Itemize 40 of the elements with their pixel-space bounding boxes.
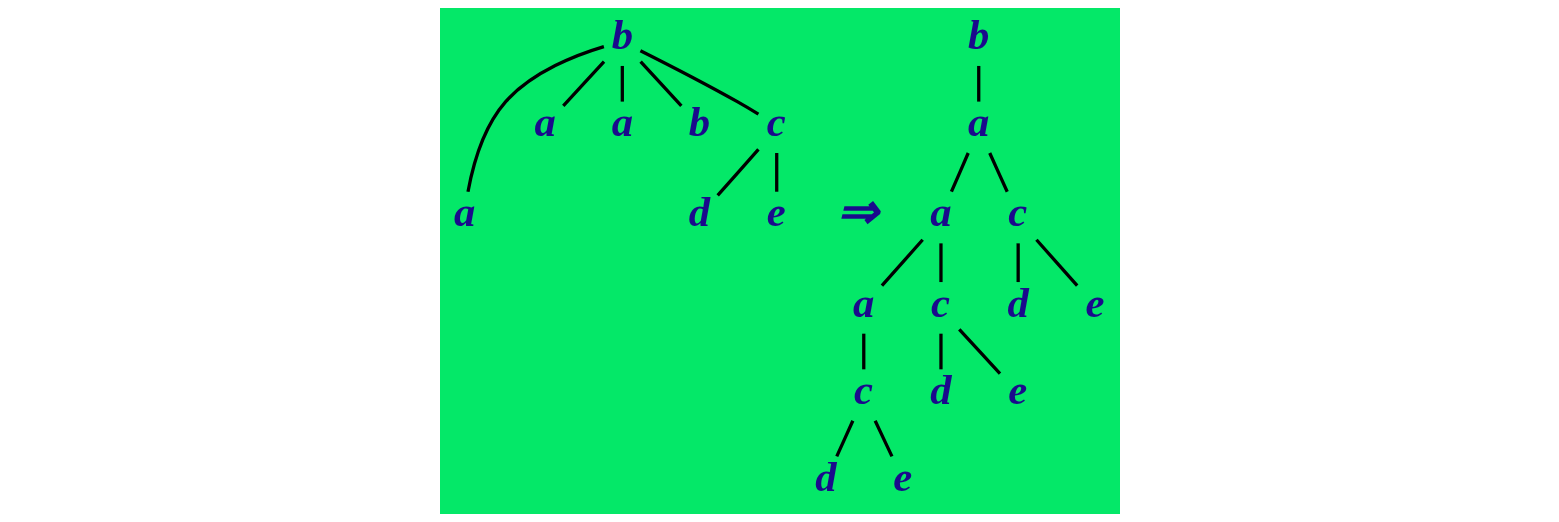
connector bbox=[976, 65, 980, 102]
connector bbox=[938, 243, 943, 283]
connector bbox=[949, 152, 970, 193]
connector bbox=[561, 60, 605, 107]
node-text: a bbox=[852, 278, 874, 326]
connector bbox=[880, 238, 924, 287]
node-text: d bbox=[688, 188, 710, 236]
connector bbox=[987, 152, 1009, 193]
node-text: b bbox=[967, 10, 989, 58]
connector bbox=[938, 333, 943, 370]
node-text: a bbox=[929, 188, 952, 236]
connector bbox=[639, 49, 759, 116]
node-text: a bbox=[453, 188, 475, 236]
connector bbox=[834, 420, 854, 458]
node-text: c bbox=[930, 278, 950, 326]
node-text: e bbox=[1007, 365, 1027, 413]
node-text: d bbox=[929, 365, 952, 413]
connector bbox=[465, 44, 604, 193]
node-text: a bbox=[611, 97, 633, 145]
node-text: a bbox=[967, 97, 989, 145]
connector bbox=[715, 148, 760, 197]
node-text: e bbox=[766, 188, 786, 236]
node-text: c bbox=[766, 97, 786, 145]
node-text: a bbox=[533, 97, 556, 145]
connector bbox=[1016, 243, 1020, 283]
node-text: b bbox=[611, 10, 633, 58]
connector bbox=[638, 60, 683, 107]
connector bbox=[861, 333, 865, 370]
connector bbox=[774, 153, 778, 192]
node-text: c bbox=[853, 365, 873, 413]
node-text: d bbox=[814, 452, 837, 500]
connector bbox=[620, 65, 624, 102]
node-text: e bbox=[892, 452, 912, 500]
node-text: d bbox=[1006, 278, 1029, 326]
connector bbox=[873, 420, 893, 458]
connector bbox=[1034, 238, 1078, 287]
connector bbox=[957, 328, 1001, 375]
node-text: b bbox=[688, 97, 710, 145]
node-text: e bbox=[1085, 278, 1104, 326]
node-text: c bbox=[1007, 188, 1027, 236]
